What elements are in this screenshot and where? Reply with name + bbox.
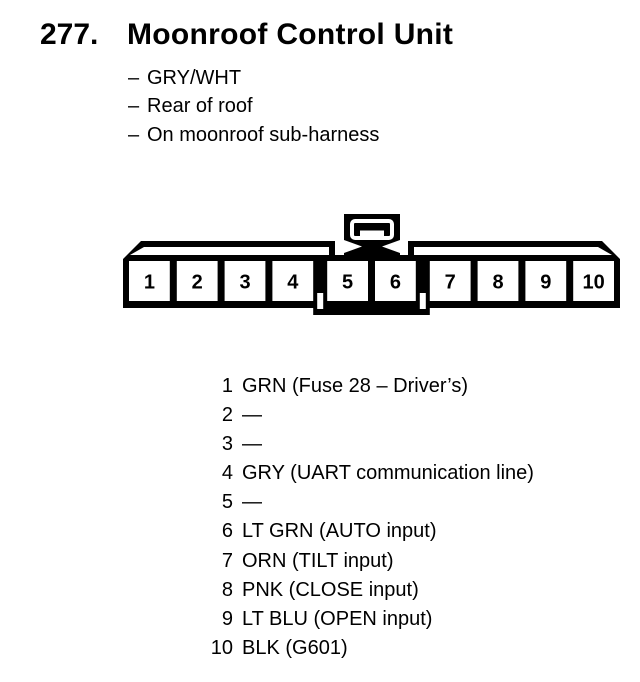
bullet-dash: – bbox=[128, 95, 140, 118]
lock-tab-wing-left bbox=[344, 240, 362, 253]
pin-list-number: 10 bbox=[210, 636, 233, 659]
pin-number: 1 bbox=[144, 272, 155, 294]
pin-cell bbox=[224, 261, 266, 301]
pin-list-label: — bbox=[242, 404, 262, 427]
pin-list-number: 2 bbox=[221, 404, 233, 427]
connector-notch bbox=[419, 293, 426, 309]
page-header: 277. Moonroof Control Unit bbox=[0, 17, 640, 55]
bullet-dash: – bbox=[128, 67, 140, 89]
pin-list-label: — bbox=[242, 433, 262, 456]
note-text: GRY/WHT bbox=[147, 67, 242, 89]
pin-list-number: 4 bbox=[221, 462, 233, 485]
pin-cell bbox=[375, 261, 416, 301]
pin-row: 1 GRN (Fuse 28 – Driver’s) bbox=[0, 372, 640, 401]
pin-list-number: 3 bbox=[221, 433, 233, 456]
pin-number: 4 bbox=[287, 272, 299, 294]
note-line: –On moonroof sub-harness bbox=[128, 121, 379, 149]
pin-cell bbox=[176, 261, 218, 301]
pin-cell bbox=[477, 261, 519, 301]
pin-number: 7 bbox=[445, 272, 456, 294]
pin-row: 10 BLK (G601) bbox=[0, 634, 640, 663]
connector-left-top-face bbox=[130, 247, 329, 255]
pin-number: 2 bbox=[192, 272, 203, 294]
pin-cell bbox=[129, 261, 170, 301]
connector-notes: –GRY/WHT –Rear of roof –On moonroof sub-… bbox=[128, 64, 379, 149]
pin-row: 9 LT BLU (OPEN input) bbox=[0, 605, 640, 634]
connector-diagram: 1 2 3 4 5 6 7 8 9 10 bbox=[123, 214, 620, 315]
pin-row: 2— bbox=[0, 401, 640, 430]
pin-cell bbox=[429, 261, 471, 301]
pin-list-label: BLK (G601) bbox=[242, 636, 348, 659]
pin-list-label: LT BLU (OPEN input) bbox=[242, 607, 433, 630]
pin-cell bbox=[327, 261, 368, 301]
pin-list-label: — bbox=[242, 491, 262, 514]
connector-lock-tab-icon bbox=[344, 214, 400, 257]
pin-list-label: PNK (CLOSE input) bbox=[242, 578, 419, 601]
note-text: On moonroof sub-harness bbox=[147, 123, 380, 146]
pin-row: 8 PNK (CLOSE input) bbox=[0, 576, 640, 605]
pin-number: 10 bbox=[582, 272, 604, 294]
pin-list-number: 9 bbox=[221, 607, 233, 630]
pin-list-number: 7 bbox=[221, 549, 233, 572]
pin-row: 3— bbox=[0, 430, 640, 459]
pin-row: 7 ORN (TILT input) bbox=[0, 547, 640, 576]
pin-list-label: LT GRN (AUTO input) bbox=[242, 520, 437, 543]
pin-list-label: GRN (Fuse 28 – Driver’s) bbox=[242, 375, 468, 397]
lock-tab-wing-right bbox=[382, 240, 400, 253]
pin-list-number: 8 bbox=[221, 578, 233, 601]
connector-right-top-face bbox=[414, 247, 612, 255]
note-line: –GRY/WHT bbox=[128, 64, 379, 92]
pin-number: 8 bbox=[492, 272, 503, 294]
pin-row: 6 LT GRN (AUTO input) bbox=[0, 517, 640, 546]
pin-list-label: ORN (TILT input) bbox=[242, 549, 394, 572]
bullet-dash: – bbox=[128, 123, 140, 146]
section-number: 277. bbox=[40, 18, 99, 51]
note-text: Rear of roof bbox=[147, 95, 253, 118]
pin-cell bbox=[272, 261, 314, 301]
pin-number: 3 bbox=[239, 272, 250, 294]
pin-cell bbox=[525, 261, 567, 301]
page-title: Moonroof Control Unit bbox=[127, 18, 454, 51]
pin-row: 5— bbox=[0, 488, 640, 517]
pin-row: 4 GRY (UART communication line) bbox=[0, 459, 640, 488]
pin-number: 9 bbox=[540, 272, 551, 294]
pin-list-number: 1 bbox=[221, 375, 233, 397]
pin-list-number: 6 bbox=[221, 520, 233, 543]
pin-list-label: GRY (UART communication line) bbox=[242, 462, 534, 485]
note-line: –Rear of roof bbox=[128, 92, 379, 120]
pin-list-number: 5 bbox=[221, 491, 233, 514]
pin-cell bbox=[573, 261, 614, 301]
pin-number: 5 bbox=[342, 272, 353, 294]
connector-notch bbox=[317, 293, 324, 309]
lock-tab-slot bbox=[360, 230, 384, 238]
pin-number: 6 bbox=[390, 272, 401, 294]
